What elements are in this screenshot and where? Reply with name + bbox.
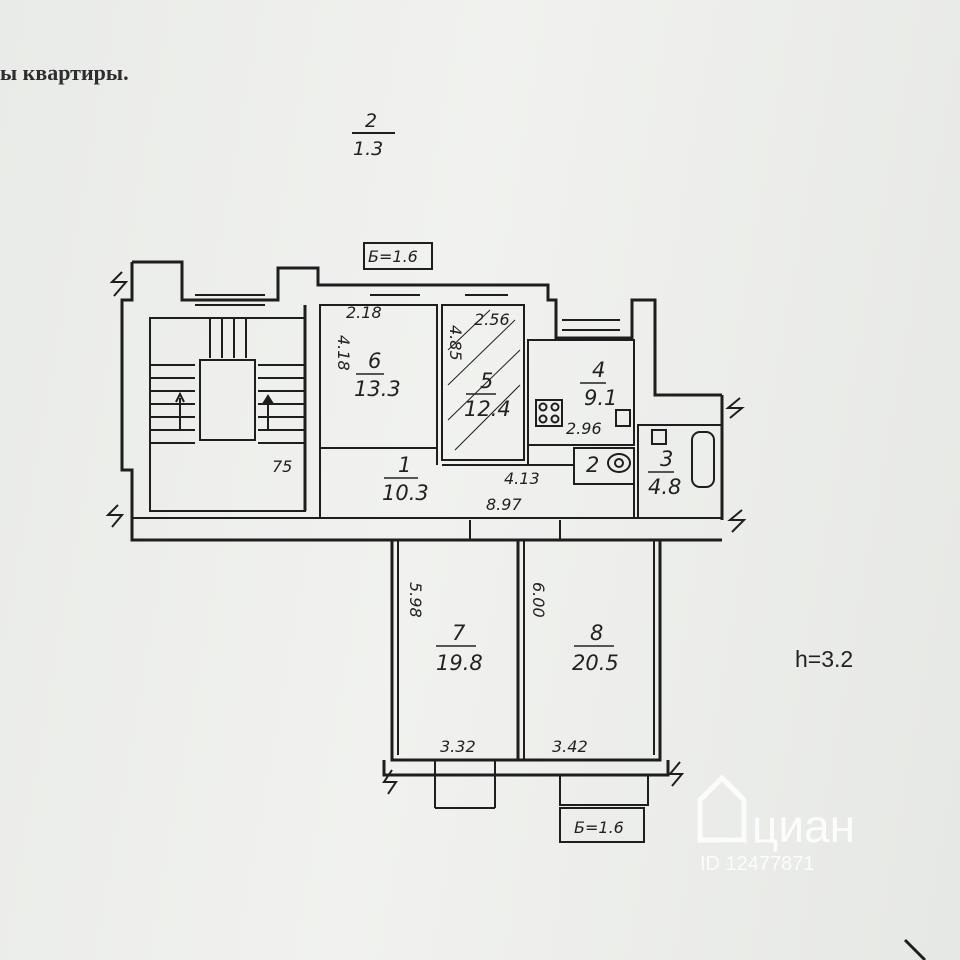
break-mark-e — [725, 397, 745, 419]
break-mark-w — [105, 504, 125, 528]
svg-text:5: 5 — [480, 369, 493, 393]
dim-8-97: 8.97 — [486, 495, 522, 514]
svg-text:9.1: 9.1 — [584, 386, 617, 410]
svg-text:1: 1 — [398, 453, 411, 477]
dim-3-32: 3.32 — [440, 737, 476, 756]
outer-wall-north — [132, 260, 722, 397]
cian-watermark: циан ID 12477871 — [697, 774, 855, 875]
balcony-door-8 — [559, 774, 649, 806]
svg-text:7: 7 — [452, 621, 466, 645]
room-2-label: 2 — [586, 453, 599, 477]
svg-text:6: 6 — [368, 349, 381, 373]
room-5-walls — [441, 304, 525, 461]
room-5-hatching — [447, 309, 521, 451]
dim-5-98: 5.98 — [406, 582, 425, 618]
stair-steps-top — [209, 318, 247, 358]
cian-brand: циан — [752, 800, 855, 852]
dim-3-42: 3.42 — [552, 737, 588, 756]
balcony-bottom-label: Б=1.6 — [574, 818, 624, 837]
stairwell — [149, 317, 306, 512]
svg-text:19.8: 19.8 — [436, 651, 483, 675]
stair-steps-left — [150, 364, 195, 444]
stair-arrow-left-head — [175, 391, 185, 403]
svg-text:13.3: 13.3 — [354, 377, 401, 401]
balcony-top — [363, 242, 433, 270]
balcony-bottom — [559, 807, 645, 843]
washbasin-icon — [651, 429, 667, 445]
room-3-walls — [637, 424, 723, 519]
svg-text:10.3: 10.3 — [382, 481, 429, 505]
room-4-walls — [527, 339, 635, 446]
cian-logo-icon — [697, 774, 747, 843]
corridor-south-wall — [130, 505, 722, 542]
corner-mark — [903, 938, 927, 960]
svg-text:3: 3 — [660, 447, 673, 471]
dim-4-85: 4.85 — [446, 325, 465, 361]
room-7-label: 7 19.8 — [436, 621, 483, 675]
room-6-label: 6 13.3 — [354, 349, 401, 401]
svg-text:8: 8 — [590, 621, 603, 645]
dim-75: 75 — [272, 457, 292, 476]
room-2-walls — [573, 447, 635, 485]
floor-denominator: 1.3 — [353, 138, 383, 160]
stair-well-core — [199, 359, 256, 441]
dim-6-00: 6.00 — [529, 582, 548, 618]
dim-2-96: 2.96 — [566, 419, 602, 438]
bathtub-icon — [691, 431, 715, 488]
toilet-icon — [607, 453, 631, 473]
dim-4-18: 4.18 — [334, 335, 353, 371]
room-5-label: 5 12.4 — [464, 369, 511, 421]
dim-2-56: 2.56 — [474, 310, 510, 329]
balcony-top-label: Б=1.6 — [368, 247, 418, 266]
svg-text:2: 2 — [586, 453, 599, 477]
outer-wall-west — [120, 262, 134, 505]
room-4-label: 4 9.1 — [580, 358, 617, 410]
document-heading: ы квартиры. — [0, 60, 129, 85]
ceiling-height: h=3.2 — [795, 646, 853, 672]
lower-block-walls — [390, 540, 662, 762]
break-mark-sw — [382, 769, 398, 795]
break-mark-sse — [667, 761, 685, 787]
stove-icon — [535, 399, 563, 427]
svg-text:12.4: 12.4 — [464, 397, 511, 421]
dim-2-18: 2.18 — [346, 303, 382, 322]
stair-arrow-right-head — [261, 394, 275, 405]
break-mark-se — [727, 509, 747, 533]
svg-text:4: 4 — [592, 358, 605, 382]
dim-4-13: 4.13 — [504, 469, 540, 488]
svg-text:20.5: 20.5 — [572, 651, 619, 675]
lower-facade — [382, 760, 670, 777]
room-1-label: 1 10.3 — [382, 453, 429, 505]
sink-icon — [615, 409, 631, 427]
room-8-label: 8 20.5 — [572, 621, 619, 675]
cian-id: ID 12477871 — [700, 853, 815, 875]
room-6-walls — [319, 304, 438, 449]
break-mark-nw — [109, 271, 129, 297]
room-3-label: 3 4.8 — [648, 447, 681, 499]
svg-text:4.8: 4.8 — [648, 475, 681, 499]
floor-number: 2 — [365, 110, 377, 132]
